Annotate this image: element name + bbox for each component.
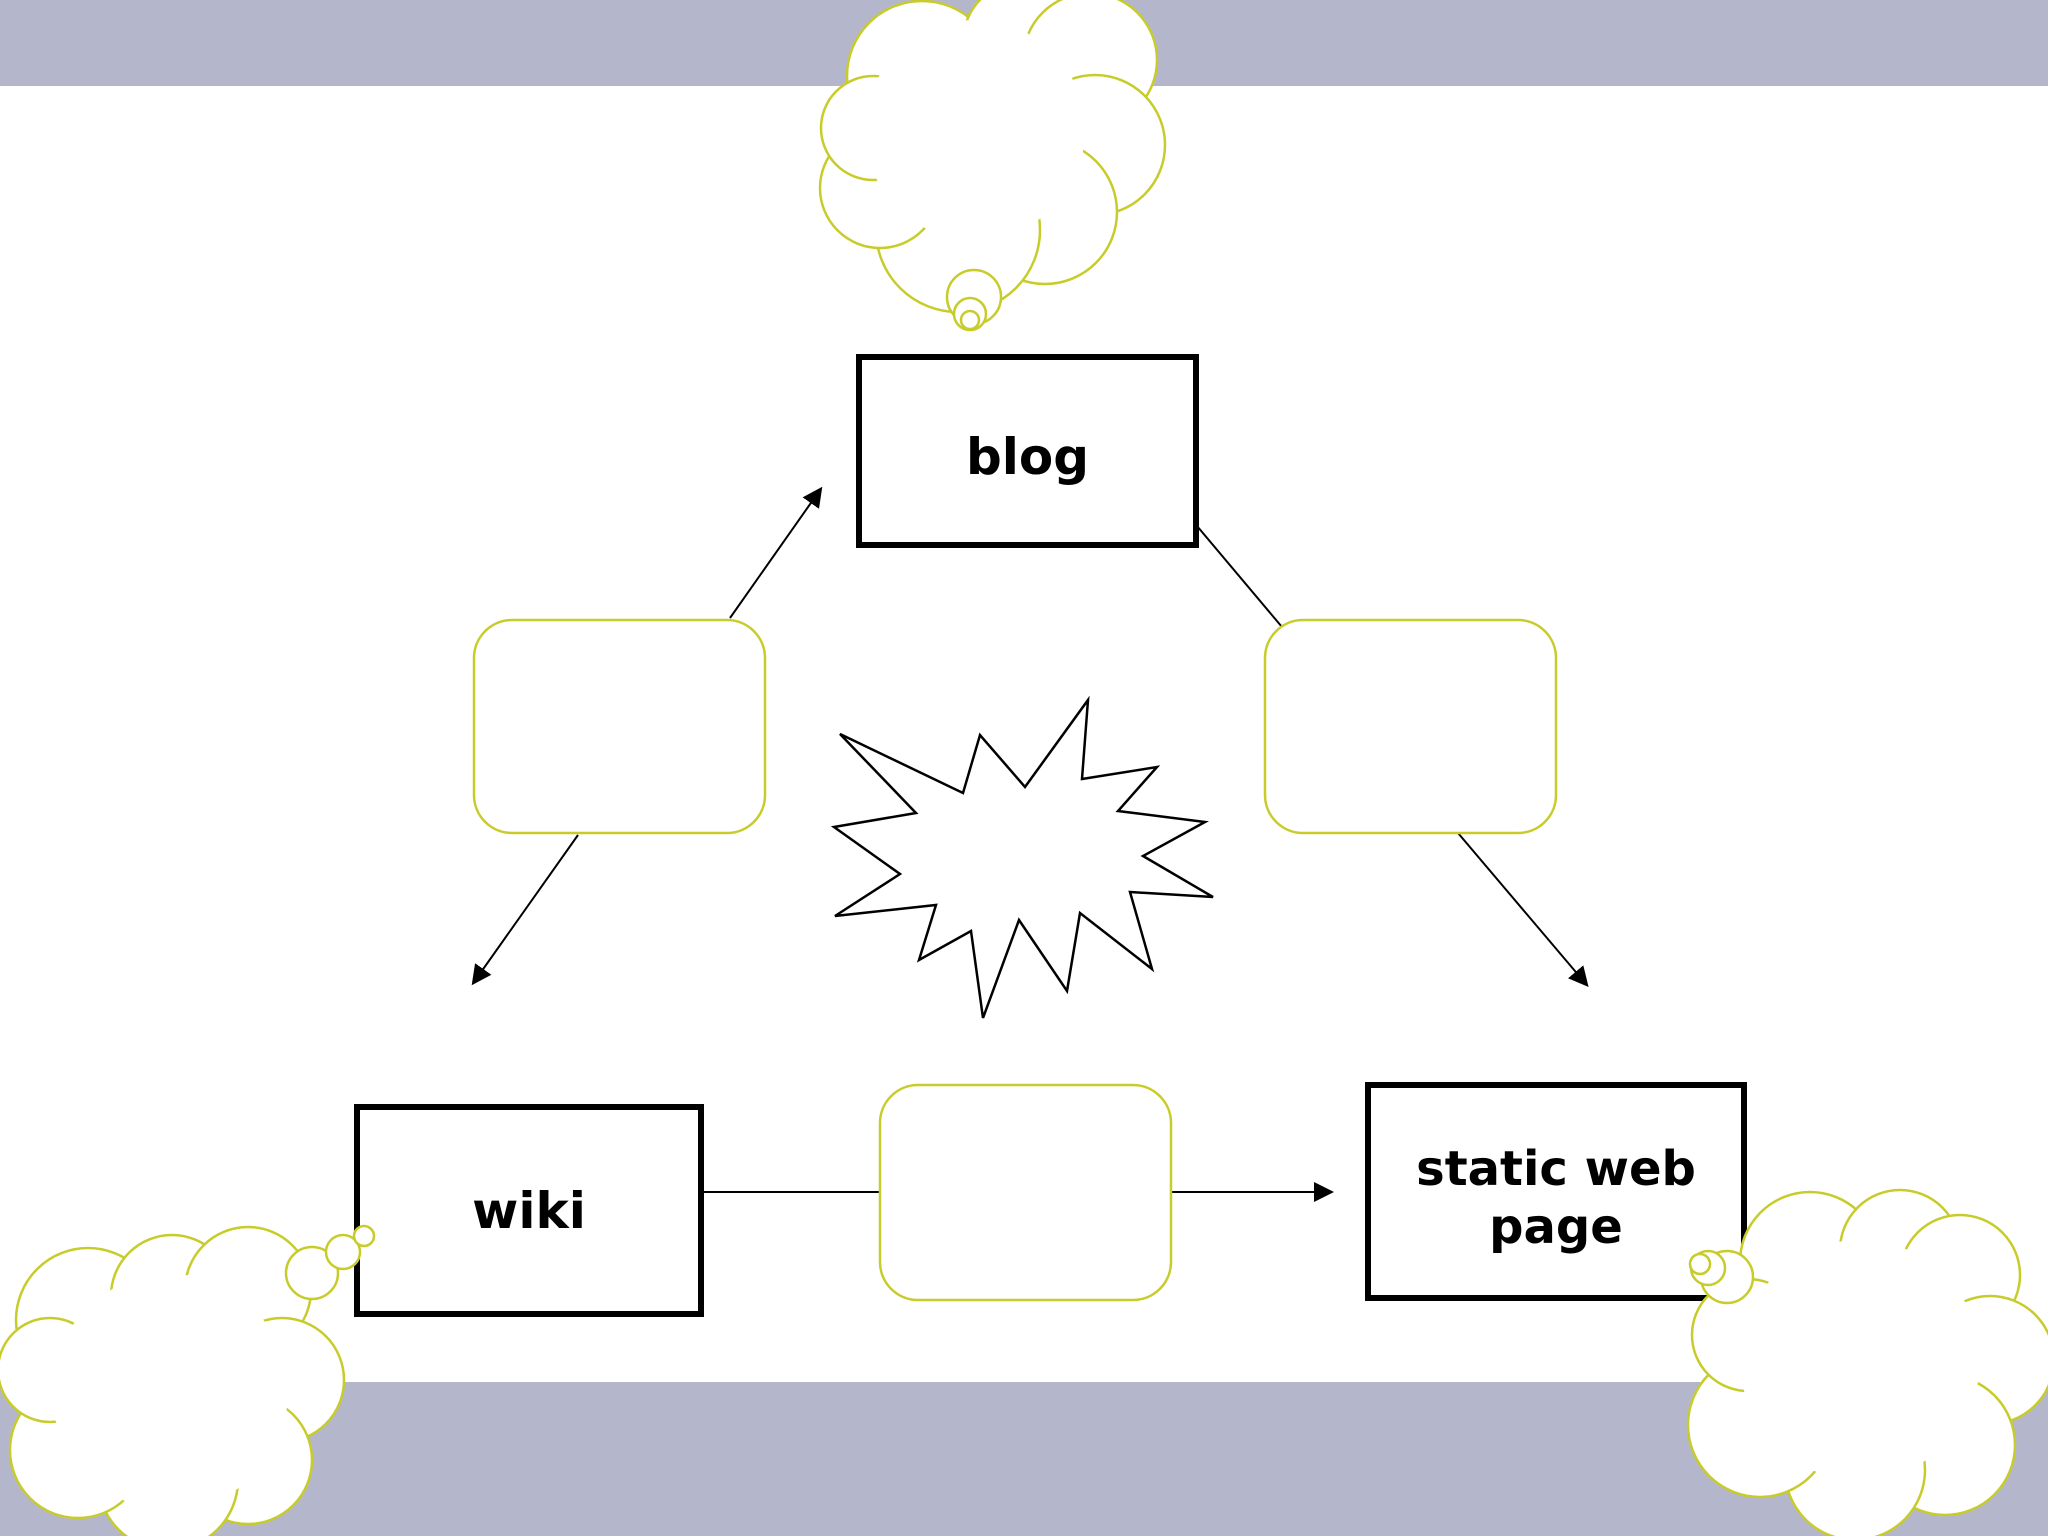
wiki-label: wiki — [472, 1181, 586, 1240]
thought-cloud-bottom-right — [1686, 1188, 2048, 1536]
arrow-wiki-to-blog — [729, 486, 823, 619]
empty-callout-box-bottom — [878, 1083, 1173, 1302]
static-page-box — [1365, 1082, 1747, 1301]
arrow-to-static-page — [1457, 832, 1589, 988]
explosion-burst-shape — [830, 695, 1214, 1019]
blog-label: blog — [965, 428, 1090, 486]
wiki-box — [354, 1104, 704, 1317]
thought-cloud-bottom-left — [0, 1224, 376, 1536]
static-page-label: static web page — [1416, 1140, 1696, 1255]
connector-blog-to-right — [1196, 525, 1283, 628]
arrow-to-wiki — [471, 834, 579, 986]
empty-callout-box-left — [472, 618, 767, 835]
empty-callout-box-right — [1263, 618, 1558, 835]
blog-box — [856, 354, 1199, 548]
thought-cloud-top — [818, 0, 1167, 332]
